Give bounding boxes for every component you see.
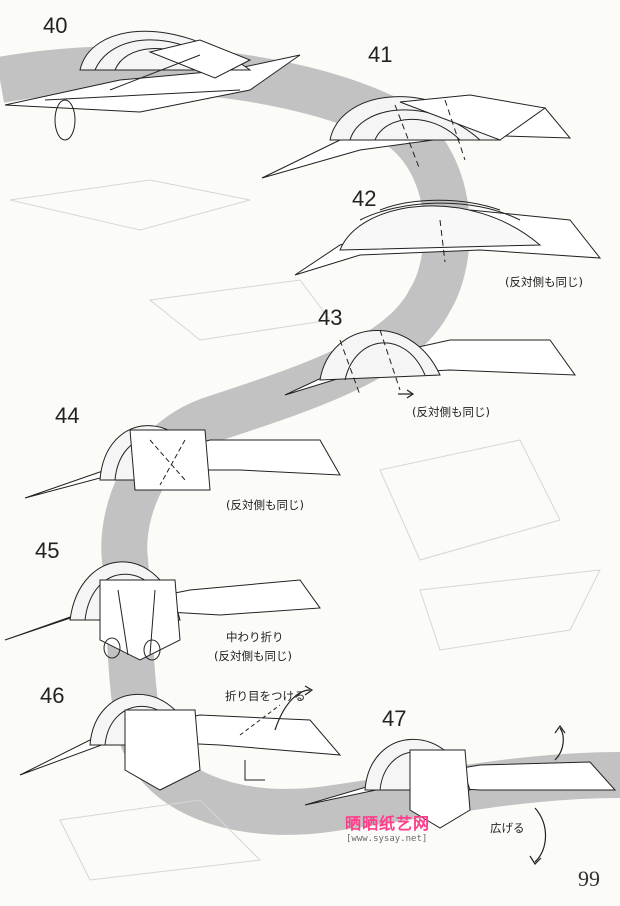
step-number-40: 40 bbox=[43, 13, 68, 38]
watermark-site-name: 晒晒纸艺网 bbox=[345, 814, 431, 833]
model-step-42 bbox=[294, 199, 602, 276]
fold-arrows bbox=[274, 389, 566, 865]
note-same-other-side-43: (反対側も同じ) bbox=[412, 405, 490, 419]
step-number-45: 45 bbox=[35, 538, 60, 563]
step-number-43: 43 bbox=[318, 305, 343, 330]
background-sketches bbox=[9, 179, 601, 881]
step-number-47: 47 bbox=[382, 706, 407, 731]
model-step-45 bbox=[4, 561, 321, 661]
note-spread: 広げる bbox=[490, 821, 525, 835]
note-same-other-side-42: (反対側も同じ) bbox=[505, 275, 583, 289]
note-same-other-side-45: (反対側も同じ) bbox=[214, 649, 292, 663]
model-step-46 bbox=[19, 693, 342, 791]
page-number: 99 bbox=[578, 866, 600, 891]
model-step-41 bbox=[261, 94, 572, 179]
model-step-47 bbox=[304, 738, 617, 829]
step-number-42: 42 bbox=[352, 186, 377, 211]
step-number-46: 46 bbox=[40, 683, 65, 708]
note-same-other-side-44: (反対側も同じ) bbox=[226, 498, 304, 512]
step-number-41: 41 bbox=[368, 42, 393, 67]
model-step-40 bbox=[4, 30, 301, 141]
watermark-url: [www.sysay.net] bbox=[346, 834, 428, 844]
step-number-44: 44 bbox=[55, 403, 80, 428]
model-step-43 bbox=[284, 329, 577, 396]
note-make-crease: 折り目をつける bbox=[225, 689, 306, 703]
note-inside-reverse-fold: 中わり折り bbox=[226, 630, 284, 644]
model-step-44 bbox=[24, 425, 341, 499]
